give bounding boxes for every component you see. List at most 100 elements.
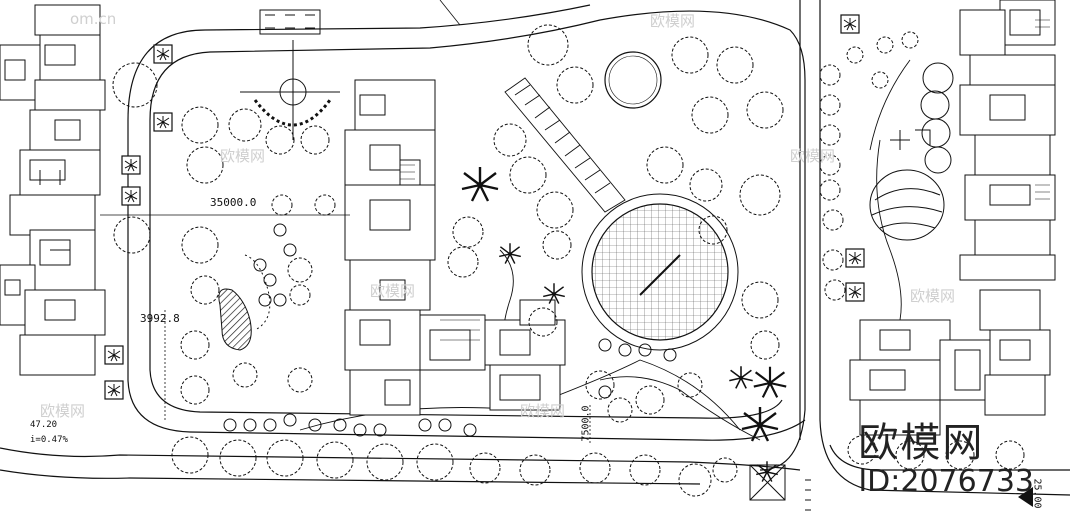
deciduous-tree-icon — [287, 257, 313, 283]
shrub-icon — [663, 348, 677, 362]
shrub-icon — [263, 418, 277, 432]
brand-watermark: 欧模网 ID:2076733 — [858, 410, 1034, 499]
watermark-brand: 欧模网 — [650, 12, 696, 30]
shrub-icon — [618, 343, 632, 357]
shrub-icon — [333, 418, 347, 432]
watermark-brand: 欧模网 — [220, 147, 266, 165]
deciduous-tree-icon — [585, 370, 615, 400]
deciduous-tree-icon — [819, 124, 841, 146]
shrub-icon — [373, 423, 387, 437]
deciduous-tree-icon — [629, 454, 661, 486]
shrub-icon — [283, 413, 297, 427]
deciduous-tree-icon — [691, 96, 729, 134]
deciduous-tree-icon — [416, 443, 454, 481]
dimension-horizontal: 35000.0 — [210, 196, 257, 209]
ring-road — [0, 0, 1070, 496]
deciduous-tree-icon — [646, 146, 684, 184]
deciduous-tree-icon — [527, 24, 569, 66]
deciduous-tree-icon — [671, 36, 709, 74]
water-feature — [218, 254, 271, 351]
deciduous-tree-icon — [266, 439, 304, 477]
deciduous-tree-icon — [822, 249, 844, 271]
watermark-brand: 欧模网 — [370, 282, 416, 300]
deciduous-tree-icon — [112, 62, 158, 108]
pergola-walkway — [504, 77, 626, 213]
deciduous-tree-icon — [876, 36, 894, 54]
deciduous-tree-icon — [180, 330, 210, 360]
deciduous-tree-icon — [746, 91, 784, 129]
deciduous-tree-icon — [314, 194, 336, 216]
deciduous-tree-icon — [519, 454, 551, 486]
deciduous-tree-icon — [716, 46, 754, 84]
deciduous-tree-icon — [493, 123, 527, 157]
deciduous-tree-icon — [219, 439, 257, 477]
shrub-icon — [598, 338, 612, 352]
shrub-icon — [273, 223, 287, 237]
deciduous-tree-icon — [846, 46, 864, 64]
shrub-icon — [353, 423, 367, 437]
residential-blocks-center — [344, 79, 566, 416]
deciduous-tree-icon — [171, 436, 209, 474]
shrub-icon — [223, 418, 237, 432]
deciduous-tree-icon — [469, 452, 501, 484]
shrub-icon — [263, 273, 277, 287]
deciduous-tree-icon — [677, 372, 703, 398]
deciduous-tree-icon — [995, 440, 1025, 470]
shrub-icon — [638, 343, 652, 357]
deciduous-tree-icon — [871, 71, 889, 89]
deciduous-tree-icon — [316, 441, 354, 479]
shrub-icon — [253, 258, 267, 272]
deciduous-tree-icon — [945, 440, 975, 470]
trees — [112, 24, 1025, 497]
deciduous-tree-icon — [635, 385, 665, 415]
deciduous-tree-icon — [113, 216, 151, 254]
deciduous-tree-icon — [689, 168, 723, 202]
watermark-brand: 欧模网 — [910, 287, 956, 305]
deciduous-tree-icon — [287, 367, 313, 393]
central-plaza — [581, 51, 739, 351]
deciduous-tree-icon — [536, 191, 574, 229]
north-arrow-icon — [1018, 487, 1033, 507]
watermark-brand: om.cn — [70, 10, 117, 28]
deciduous-tree-icon — [678, 463, 712, 497]
deciduous-tree-icon — [819, 64, 841, 86]
deciduous-tree-icon — [232, 362, 258, 388]
deciduous-tree-icon — [895, 440, 925, 470]
deciduous-tree-icon — [180, 375, 210, 405]
brand-name: 欧模网 — [858, 420, 985, 466]
deciduous-tree-icon — [190, 275, 220, 305]
level-value: 47.20 — [30, 420, 58, 430]
shrub-icon — [243, 418, 257, 432]
dimension-vertical-2: 7500.0 — [580, 405, 592, 442]
deciduous-tree-icon — [819, 94, 841, 116]
deciduous-tree-icon — [542, 230, 572, 260]
deciduous-tree-icon — [824, 279, 846, 301]
deciduous-tree-icon — [847, 435, 877, 465]
watermark-brand: 欧模网 — [790, 147, 836, 165]
deciduous-tree-icon — [289, 284, 311, 306]
shrub-icon — [418, 418, 432, 432]
deciduous-tree-icon — [265, 125, 295, 155]
shrub-icon — [463, 423, 477, 437]
deciduous-tree-icon — [739, 174, 781, 216]
shrub-icon — [308, 418, 322, 432]
shrub-icon — [258, 293, 272, 307]
deciduous-tree-icon — [300, 125, 330, 155]
dimension-lines — [100, 0, 591, 445]
deciduous-tree-icon — [579, 452, 611, 484]
deciduous-tree-icon — [822, 209, 844, 231]
entry-structure — [749, 464, 811, 511]
deciduous-tree-icon — [712, 457, 738, 483]
shrub-icon — [438, 418, 452, 432]
watermark-brand: 欧模网 — [40, 402, 86, 420]
watermark-brand: 欧模网 — [520, 402, 566, 420]
deciduous-tree-icon — [447, 246, 479, 278]
pavilion — [240, 9, 340, 140]
deciduous-tree-icon — [819, 179, 841, 201]
residential-blocks-right — [849, 0, 1056, 436]
shrub-icon — [283, 243, 297, 257]
deciduous-tree-icon — [186, 146, 224, 184]
deciduous-tree-icon — [181, 106, 219, 144]
deciduous-tree-icon — [750, 330, 780, 360]
